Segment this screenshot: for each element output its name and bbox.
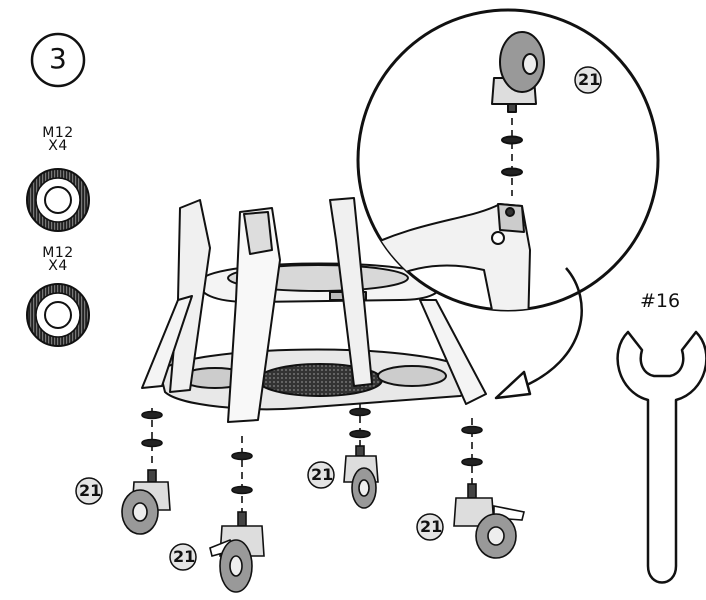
hardware-qty-2: X4 [48,258,68,274]
step-number: 3 [49,42,67,75]
hardware-size-1: M12 [42,125,74,141]
hardware-size-2: M12 [42,245,74,261]
detail-part-callout: 21 [578,70,601,89]
nut-icon-1 [26,168,90,232]
grill-base-stand [141,197,487,423]
detail-magnifier [356,8,660,400]
wrench-size-label: #16 [640,290,681,312]
callout-circles [75,66,602,571]
hardware-label-2: M12 X4 [33,245,83,274]
hardware-label-1: M12 X4 [33,125,83,154]
step-number-badge [30,32,86,88]
caster-assembly-2 [209,436,265,593]
nut-icon-2 [26,283,90,347]
part-callout-3: 21 [311,465,334,484]
caster-assembly-4 [453,418,525,559]
caster-assembly-3 [343,404,379,509]
part-callout-4: 21 [420,517,443,536]
wrench-icon [616,330,706,584]
part-callout-2: 21 [173,547,196,566]
caster-assembly-1 [121,408,171,535]
part-callout-1: 21 [79,481,102,500]
hardware-qty-1: X4 [48,138,68,154]
